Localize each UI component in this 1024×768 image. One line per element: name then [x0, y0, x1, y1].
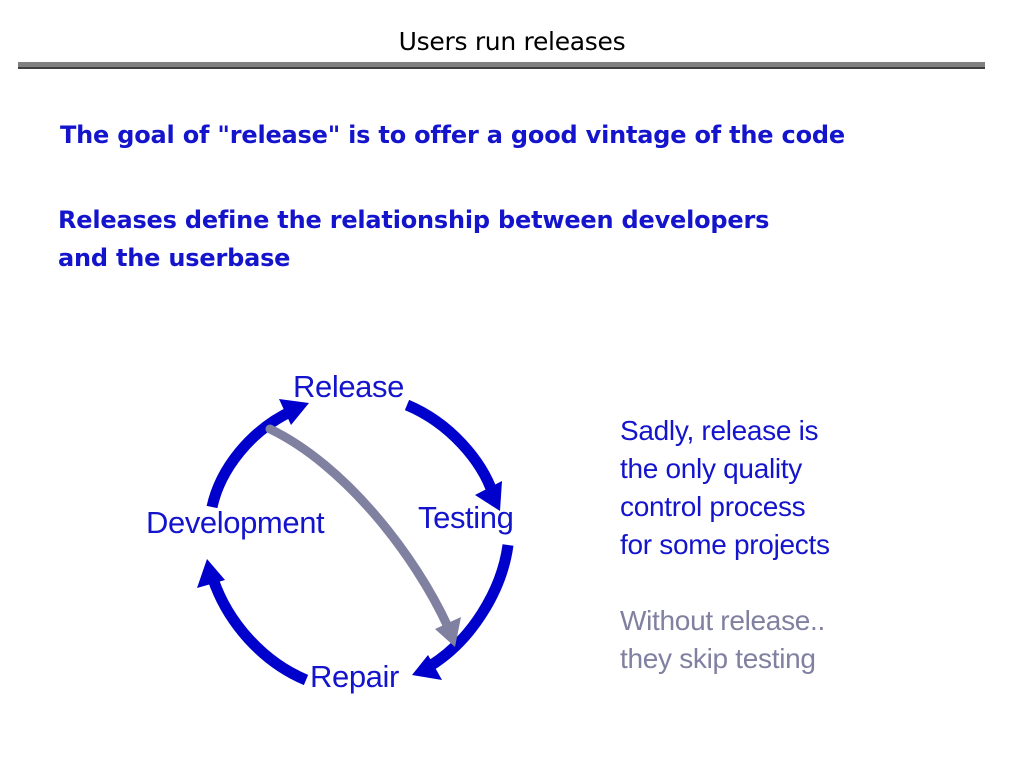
cycle-node-release: Release	[293, 369, 404, 404]
cycle-arrows-svg	[197, 399, 514, 686]
body-paragraph-relationship: Releases define the relationship between…	[58, 206, 770, 272]
body-paragraph-goal: The goal of "release" is to offer a good…	[60, 121, 845, 149]
cycle-node-development: Development	[146, 505, 325, 540]
page-title: Users run releases	[398, 27, 626, 56]
note-skip-testing: Without release.. they skip testing	[620, 605, 825, 674]
title-divider-body	[18, 62, 985, 67]
title-divider-shadow	[18, 67, 985, 69]
arrow-release-to-testing	[404, 399, 502, 511]
note-release-quality-control: Sadly, release is the only quality contr…	[620, 415, 830, 560]
arrow-development-to-release	[206, 399, 309, 509]
cycle-node-repair: Repair	[310, 659, 399, 694]
arrow-shortcut-release-to-repair	[265, 424, 461, 647]
release-cycle-diagram: Release Testing Repair Development	[130, 355, 580, 725]
arrow-repair-to-development	[197, 559, 309, 686]
cycle-node-testing: Testing	[418, 500, 514, 535]
arrow-testing-to-repair	[412, 544, 514, 680]
title-divider	[18, 62, 985, 69]
